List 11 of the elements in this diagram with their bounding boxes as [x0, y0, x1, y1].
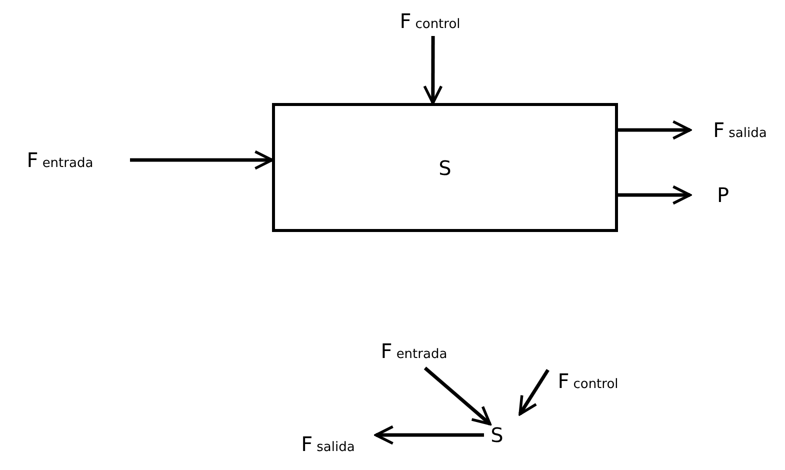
arrow [618, 185, 692, 205]
node-label: S [490, 423, 504, 447]
arrow [374, 425, 484, 445]
arrow [424, 366, 492, 426]
arrow [618, 120, 692, 140]
arrow [423, 36, 443, 104]
node-label: S [438, 156, 452, 180]
process-box [272, 103, 618, 232]
node-label: P [716, 183, 730, 207]
arrow [518, 369, 550, 416]
arrow [130, 150, 274, 170]
